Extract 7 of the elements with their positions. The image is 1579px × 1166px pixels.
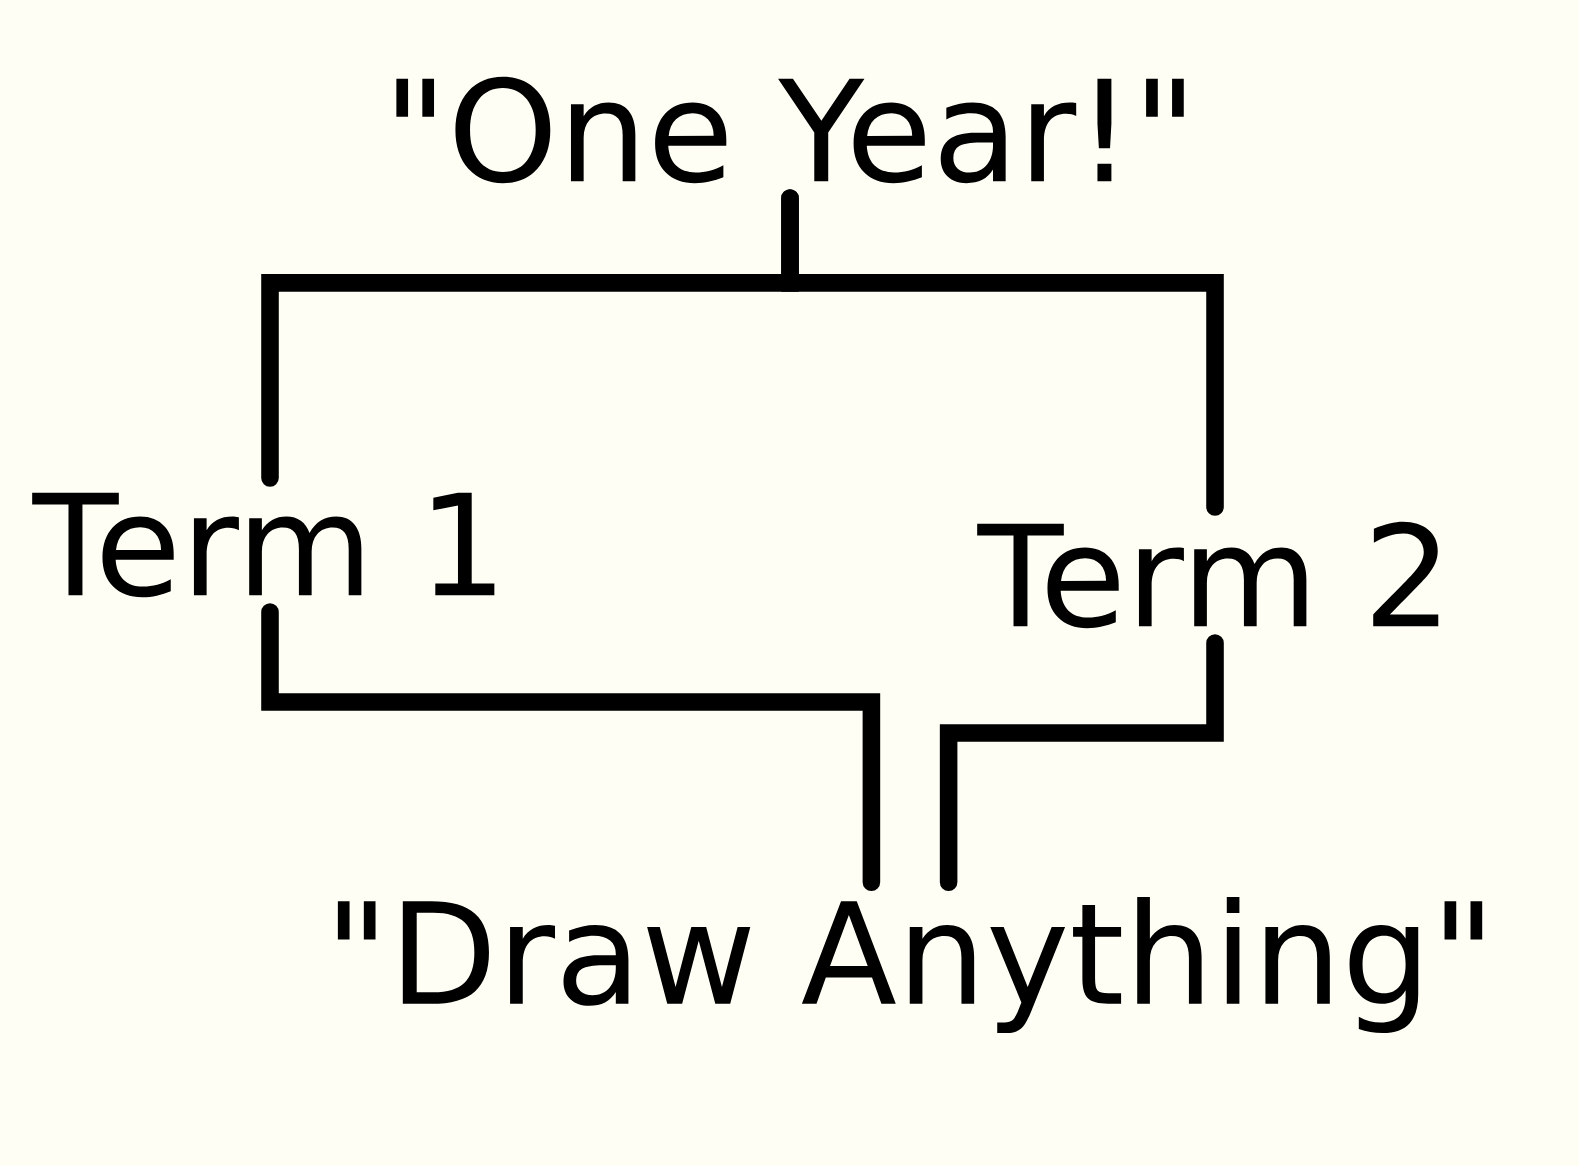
text-label: Term 2	[977, 521, 1439, 629]
text-label: Term 1	[32, 492, 495, 598]
bracket-connector	[261, 603, 881, 891]
bracket-connector	[781, 189, 1224, 516]
text-label: "Draw Anything"	[337, 897, 1483, 1033]
bracket-connector	[939, 634, 1224, 891]
text-label: "One Year!"	[396, 76, 1184, 184]
